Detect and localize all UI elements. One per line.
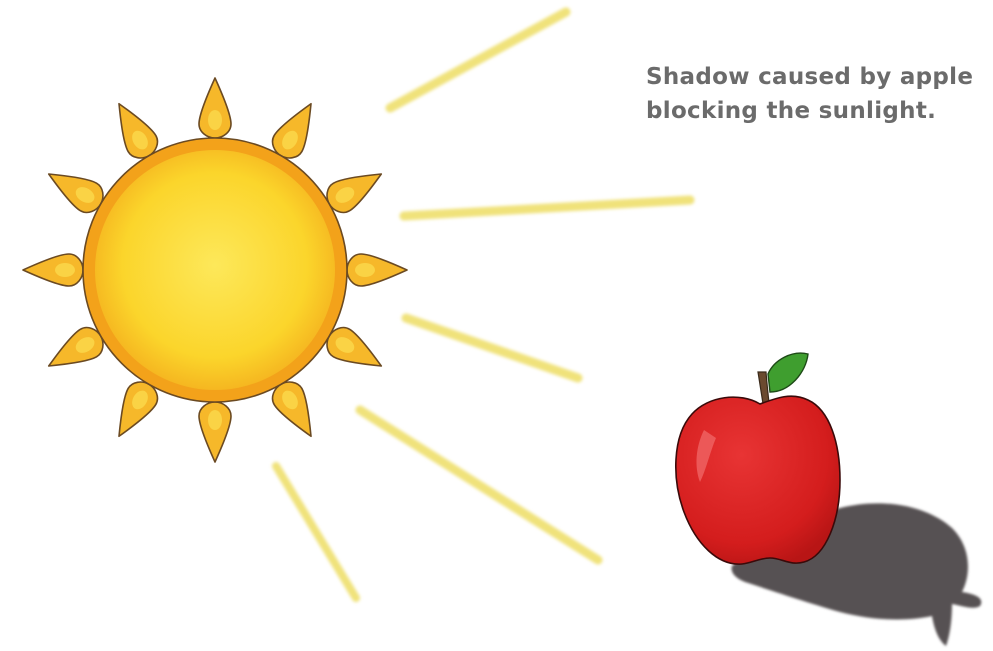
apple-icon <box>676 353 840 564</box>
caption-line-1: Shadow caused by apple <box>646 60 986 94</box>
caption-line-2: blocking the sunlight. <box>646 94 986 128</box>
sun-ray <box>406 318 578 378</box>
sun-ray <box>360 410 598 560</box>
sun-ray <box>390 12 566 108</box>
sun-core <box>95 150 335 390</box>
apple-leaf <box>768 353 808 392</box>
sun-ray <box>404 200 690 216</box>
sun-ray <box>276 466 356 598</box>
sun-icon <box>23 78 407 462</box>
shadow-caption: Shadow caused by apple blocking the sunl… <box>646 60 986 128</box>
